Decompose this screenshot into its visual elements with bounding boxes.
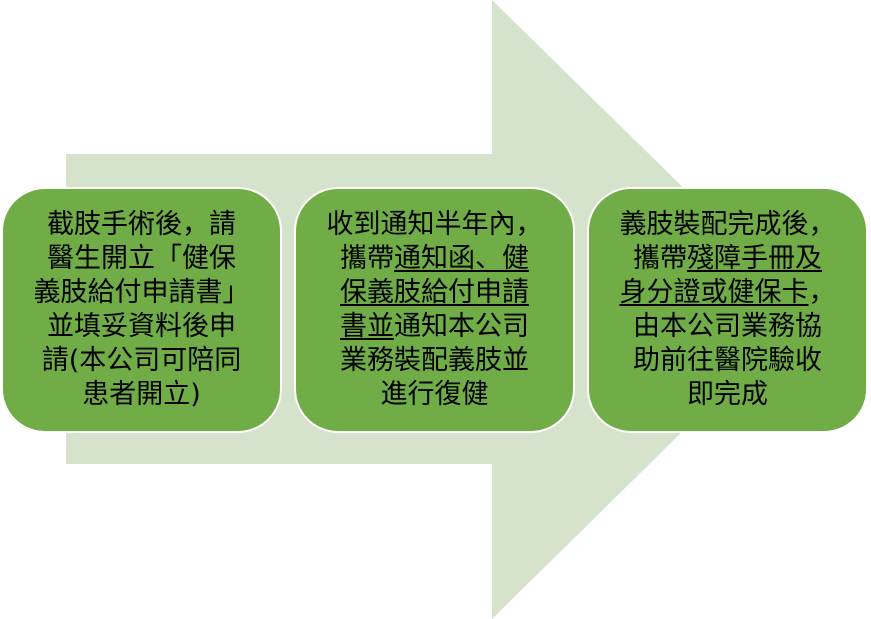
step-1-line: 患者開立): [34, 378, 250, 412]
text-segment: 醫生開立「健保: [47, 243, 236, 274]
step-3-text: 義肢裝配完成後，攜帶殘障手冊及身分證或健保卡，由本公司業務協助前往醫院驗收即完成: [620, 208, 836, 412]
text-segment: 由本公司業務協: [633, 311, 822, 342]
text-segment: 攜帶: [340, 243, 394, 274]
text-segment: 攜帶: [633, 243, 687, 274]
text-segment: 義肢給付申請書」: [33, 277, 250, 308]
text-segment: 義肢裝配完成後，: [619, 209, 836, 240]
step-1-line: 義肢給付申請書」: [34, 276, 250, 310]
step-3-line: 身分證或健保卡，: [620, 276, 836, 310]
step-2-text: 收到通知半年內，攜帶通知函、健保義肢給付申請書並通知本公司業務裝配義肢並進行復健: [327, 208, 543, 412]
text-segment: 通知本公司: [394, 311, 529, 342]
text-segment: 助前往醫院驗收: [633, 345, 822, 376]
underlined-text: 殘障手冊及: [687, 243, 822, 274]
step-1-line: 並填妥資料後申: [34, 310, 250, 344]
step-1-line: 截肢手術後，請: [34, 208, 250, 242]
step-3-box: 義肢裝配完成後，攜帶殘障手冊及身分證或健保卡，由本公司業務協助前往醫院驗收即完成: [587, 187, 868, 433]
text-segment: 即完成: [687, 379, 768, 410]
text-segment: 請(本公司可陪同: [41, 345, 242, 376]
text-segment: ，: [808, 277, 836, 308]
step-3-line: 即完成: [620, 378, 836, 412]
step-3-line: 攜帶殘障手冊及: [620, 242, 836, 276]
step-2-line: 書並通知本公司: [327, 310, 543, 344]
step-2-line: 進行復健: [327, 378, 543, 412]
step-2-box: 收到通知半年內，攜帶通知函、健保義肢給付申請書並通知本公司業務裝配義肢並進行復健: [294, 187, 575, 433]
underlined-text: 身分證或健保卡: [619, 277, 809, 308]
step-2-line: 攜帶通知函、健: [327, 242, 543, 276]
step-2-line: 保義肢給付申請: [327, 276, 543, 310]
step-1-text: 截肢手術後，請醫生開立「健保義肢給付申請書」並填妥資料後申請(本公司可陪同患者開…: [34, 208, 250, 412]
text-segment: 並填妥資料後申: [47, 311, 236, 342]
underlined-text: 保義肢給付申請: [340, 277, 529, 308]
step-1-line: 醫生開立「健保: [34, 242, 250, 276]
underlined-text: 書並: [340, 311, 394, 342]
text-segment: 業務裝配義肢並: [340, 345, 529, 376]
underlined-text: 通知函、健: [394, 243, 529, 274]
step-3-line: 助前往醫院驗收: [620, 344, 836, 378]
text-segment: 患者開立): [82, 379, 201, 410]
text-segment: 收到通知半年內，: [326, 209, 543, 240]
step-2-line: 收到通知半年內，: [327, 208, 543, 242]
text-segment: 進行復健: [380, 379, 489, 410]
step-1-box: 截肢手術後，請醫生開立「健保義肢給付申請書」並填妥資料後申請(本公司可陪同患者開…: [1, 187, 282, 433]
step-1-line: 請(本公司可陪同: [34, 344, 250, 378]
step-3-line: 由本公司業務協: [620, 310, 836, 344]
step-3-line: 義肢裝配完成後，: [620, 208, 836, 242]
text-segment: 截肢手術後，請: [47, 209, 236, 240]
step-2-line: 業務裝配義肢並: [327, 344, 543, 378]
